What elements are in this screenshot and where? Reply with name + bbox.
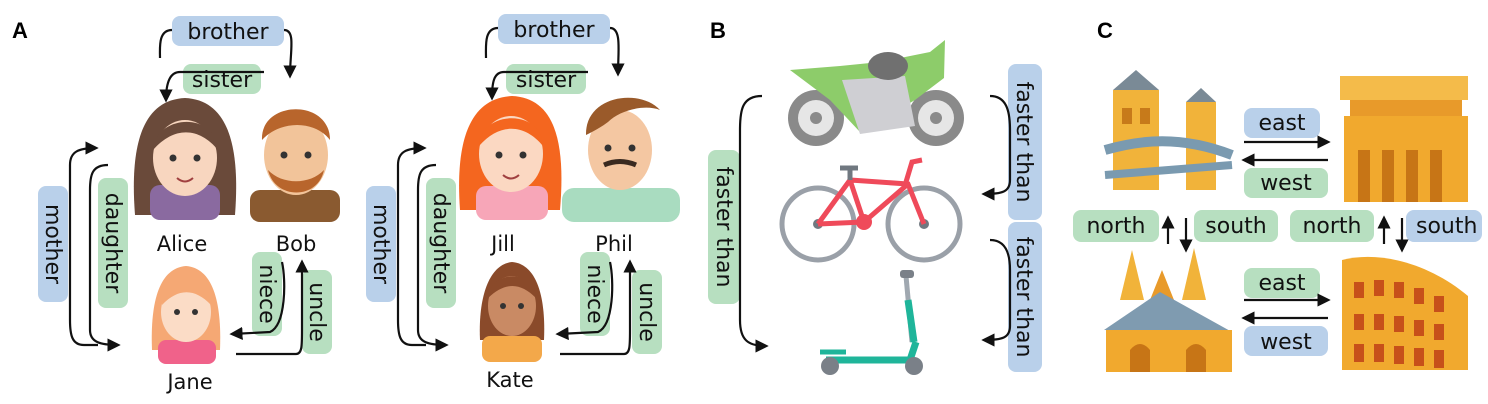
- member-name-alice: Alice: [157, 232, 208, 256]
- niece-arrow: [229, 261, 286, 341]
- niece-arrow: [555, 261, 614, 341]
- bob-avatar: [250, 109, 340, 222]
- faster-than-arrow: [981, 238, 1012, 347]
- relation-label-uncle: uncle: [634, 282, 659, 342]
- panel-letter-c: C: [1097, 18, 1113, 43]
- faster-than-arrow: [981, 94, 1012, 201]
- bicycle-icon: [779, 157, 963, 263]
- relation-label-brother: brother: [187, 20, 269, 45]
- uncle-arrow: [236, 259, 309, 356]
- relation-label-faster-than: faster than: [1011, 237, 1036, 358]
- panel-letter-a: A: [12, 18, 28, 43]
- vehicle-diagram: faster than faster t: [708, 40, 1042, 375]
- relation-label-bg: [172, 16, 284, 46]
- sister-arrow: [485, 70, 588, 101]
- relation-label-south: south: [1205, 214, 1266, 239]
- phil-avatar: [562, 97, 680, 222]
- alice-avatar: [133, 98, 237, 220]
- relation-label-daughter: daughter: [100, 193, 125, 294]
- colosseum-icon: [1342, 256, 1468, 370]
- relation-label-west: west: [1260, 330, 1312, 355]
- sagrada-familia-icon: [1104, 248, 1232, 372]
- relation-label-south: south: [1416, 214, 1477, 239]
- kick-scooter-icon: [820, 270, 923, 375]
- daughter-arrow: [416, 163, 449, 352]
- tower-bridge-icon: [1103, 70, 1234, 190]
- sister-arrow: [159, 70, 264, 103]
- relation-label-uncle: uncle: [304, 282, 329, 342]
- member-name-jill: Jill: [489, 232, 515, 256]
- faster-than-arrow: [738, 94, 769, 353]
- brother-arrow: [484, 26, 619, 74]
- relation-label-west: west: [1260, 171, 1312, 196]
- mother-arrow: [396, 141, 427, 347]
- relation-label-mother: mother: [368, 204, 393, 285]
- landmark-diagram: east west north south north south: [1073, 70, 1482, 372]
- member-name-jane: Jane: [165, 370, 212, 394]
- relation-label-mother: mother: [40, 204, 65, 285]
- member-name-bob: Bob: [276, 232, 317, 256]
- relation-label-north: north: [1302, 214, 1361, 239]
- uncle-arrow: [560, 259, 637, 356]
- south-label-clip: south: [1416, 214, 1477, 239]
- relation-label-east: east: [1258, 271, 1305, 296]
- relation-label-faster-than: faster than: [711, 167, 736, 288]
- mother-arrow: [68, 141, 99, 347]
- relation-label-brother: brother: [513, 18, 595, 43]
- panel-letter-b: B: [710, 18, 726, 43]
- ancient-temple-icon: [1340, 76, 1468, 202]
- relation-label-daughter: daughter: [428, 193, 453, 294]
- member-name-kate: Kate: [486, 368, 533, 392]
- relation-label-niece: niece: [582, 264, 607, 323]
- brother-arrow: [158, 28, 292, 76]
- family-diagram-1: brother sister Alice Bob mother: [38, 16, 340, 394]
- relation-label-niece: niece: [254, 264, 279, 323]
- jill-avatar: [459, 96, 562, 220]
- relation-label-east: east: [1258, 111, 1305, 136]
- kate-avatar: [479, 262, 545, 362]
- jane-avatar: [151, 266, 221, 364]
- family-diagram-2: brother sister Jill Phil mother daughter: [366, 14, 680, 392]
- daughter-arrow: [88, 163, 121, 352]
- relation-label-north: north: [1086, 214, 1145, 239]
- relation-label-faster-than: faster than: [1011, 82, 1036, 203]
- motorcycle-icon: [788, 40, 964, 146]
